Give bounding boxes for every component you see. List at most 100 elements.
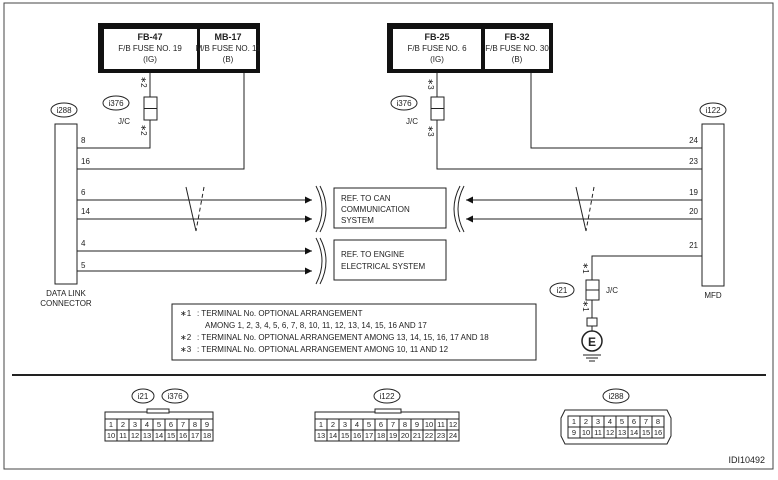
pin-number: 5 xyxy=(367,420,371,429)
pin-number: 12 xyxy=(131,431,139,440)
pin-number: 2 xyxy=(121,420,125,429)
connector-label-i288: i288 xyxy=(56,106,72,115)
fuse-fb25-code: FB-25 xyxy=(424,32,449,42)
ref-engine-line1: REF. TO ENGINE xyxy=(341,250,404,259)
mfd-name: MFD xyxy=(704,291,722,300)
connector-label-i376-right: i376 xyxy=(396,99,412,108)
pin-number: 16 xyxy=(179,431,187,440)
pin-number: 11 xyxy=(437,420,445,429)
ground-icon xyxy=(581,330,603,352)
junction-connector-left: i376 J/C ∗2 ∗2 xyxy=(102,76,158,136)
pin-number: 5 xyxy=(157,420,161,429)
pin-number: 11 xyxy=(594,428,602,437)
pin-cell xyxy=(651,426,665,439)
note-1b-text: AMONG 1, 2, 3, 4, 5, 6, 7, 8, 10, 11, 12… xyxy=(205,321,427,330)
note-3-text: : TERMINAL No. OPTIONAL ARRANGEMENT AMON… xyxy=(197,345,449,354)
ref-can-right-brace xyxy=(453,185,465,233)
connector-label-i21: i21 xyxy=(557,286,568,295)
pin-number: 2 xyxy=(584,417,588,426)
pin-number: 14 xyxy=(630,428,638,437)
mfd-unit: i122 MFD 24 23 19 20 21 xyxy=(689,102,727,300)
connector-label-i122: i122 xyxy=(705,106,721,115)
pin-number: 1 xyxy=(572,417,576,426)
fuse-mb17-type: (B) xyxy=(223,55,234,64)
pin-number: 16 xyxy=(353,431,361,440)
outer-frame xyxy=(3,2,774,470)
fuse-fb47-code: FB-47 xyxy=(137,32,162,42)
star-mark-2-bottom: ∗2 xyxy=(139,124,148,136)
pin-number: 17 xyxy=(365,431,373,440)
pin-number: 3 xyxy=(133,420,137,429)
ref-engine-line2: ELECTRICAL SYSTEM xyxy=(341,262,426,271)
pin-cell xyxy=(200,429,214,442)
note-2-text: : TERMINAL No. OPTIONAL ARRANGEMENT AMON… xyxy=(197,333,489,342)
jc-label-right: J/C xyxy=(406,117,418,126)
pin-number: 9 xyxy=(415,420,419,429)
cv3-label-i288: i288 xyxy=(608,392,624,401)
note-2-mark: ∗2 xyxy=(180,333,192,342)
cv2-label-i122: i122 xyxy=(379,392,395,401)
note-1-mark: ∗1 xyxy=(180,309,192,318)
pin-number: 6 xyxy=(379,420,383,429)
pin-number: 7 xyxy=(644,417,648,426)
pin-number: 8 xyxy=(656,417,660,426)
star-mark-3-top: ∗3 xyxy=(426,78,435,90)
pin-number: 22 xyxy=(425,431,433,440)
pin-number: 11 xyxy=(119,431,127,440)
pin-number: 10 xyxy=(582,428,590,437)
pin-number: 18 xyxy=(203,431,211,440)
pin-20: 20 xyxy=(689,207,698,216)
note-3-mark: ∗3 xyxy=(180,345,192,354)
pin-number: 15 xyxy=(642,428,650,437)
star-mark-3-bottom: ∗3 xyxy=(426,125,435,137)
star-mark-1-top: ∗1 xyxy=(581,262,590,274)
fuse-fb25-type: (IG) xyxy=(430,55,444,64)
pin-19: 19 xyxy=(689,188,698,197)
pin-number: 19 xyxy=(389,431,397,440)
ref-engine: REF. TO ENGINE ELECTRICAL SYSTEM xyxy=(315,237,447,285)
pin-14: 14 xyxy=(81,207,90,216)
pin-number: 2 xyxy=(331,420,335,429)
pin-8: 8 xyxy=(81,136,86,145)
pin-number: 13 xyxy=(618,428,626,437)
pin-number: 16 xyxy=(654,428,662,437)
connector-label-i376-left: i376 xyxy=(108,99,124,108)
pin-number: 9 xyxy=(205,420,209,429)
pin-number: 23 xyxy=(437,431,445,440)
pin-number: 14 xyxy=(329,431,337,440)
junction-connector-i21: i21 J/C ∗1 ∗1 E xyxy=(549,262,618,362)
pin-number: 14 xyxy=(155,431,163,440)
data-link-connector: i288 DATA LINK CONNECTOR 8 16 6 14 4 5 xyxy=(40,102,92,308)
star-mark-1-bottom: ∗1 xyxy=(581,300,590,312)
pin-number: 13 xyxy=(143,431,151,440)
pin-4: 4 xyxy=(81,239,86,248)
pin-number: 15 xyxy=(341,431,349,440)
pin-number: 5 xyxy=(620,417,624,426)
wires-left xyxy=(77,73,312,275)
note-1-text: : TERMINAL No. OPTIONAL ARRANGEMENT xyxy=(197,309,363,318)
fuse-mb17-name: M/B FUSE NO. 11 xyxy=(196,44,261,53)
fuse-fb47-type: (IG) xyxy=(143,55,157,64)
jc-label-i21: J/C xyxy=(606,286,618,295)
pin-6: 6 xyxy=(81,188,86,197)
pin-number: 24 xyxy=(449,431,457,440)
pin-number: 6 xyxy=(169,420,173,429)
cv1-label-i21: i21 xyxy=(138,392,149,401)
pin-number: 4 xyxy=(355,420,359,429)
fuse-box-right: FB-25 F/B FUSE NO. 6 (IG) FB-32 F/B FUSE… xyxy=(387,23,553,73)
pin-24: 24 xyxy=(689,136,698,145)
pin-16: 16 xyxy=(81,157,90,166)
pin-number: 4 xyxy=(145,420,149,429)
pin-cell xyxy=(446,429,460,442)
wires-right xyxy=(436,73,702,318)
pin-number: 1 xyxy=(319,420,323,429)
pin-21: 21 xyxy=(689,241,698,250)
fuse-fb25-name: F/B FUSE NO. 6 xyxy=(407,44,467,53)
cv1-label-i376: i376 xyxy=(167,392,183,401)
ref-can-left: REF. TO CAN COMMUNICATION SYSTEM xyxy=(315,185,447,233)
notes-box: ∗1 : TERMINAL No. OPTIONAL ARRANGEMENT A… xyxy=(171,303,537,361)
jc-label-left: J/C xyxy=(118,117,130,126)
fuse-fb32-name: F/B FUSE NO. 30 xyxy=(485,44,549,53)
